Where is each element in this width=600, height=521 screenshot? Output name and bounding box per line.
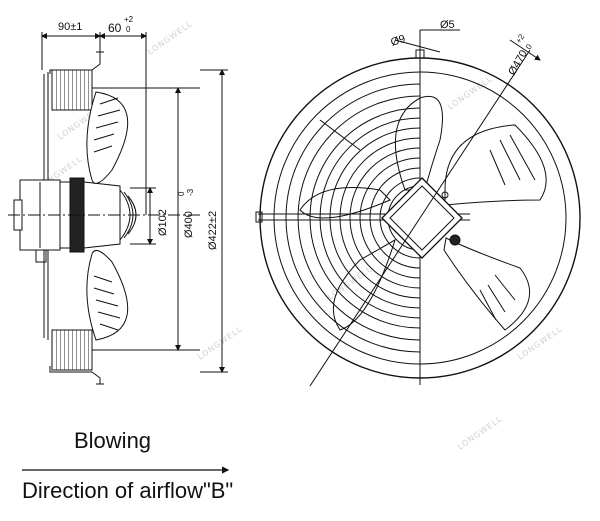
front-view <box>255 29 581 387</box>
side-view <box>8 32 228 385</box>
dim-guard-tol-lower: 0 <box>524 42 534 51</box>
watermark-3: LONGWELL <box>446 74 494 112</box>
dim-offset-label: 60 <box>108 21 122 35</box>
watermarks: LONGWELL LONGWELL LONGWELL LONGWELL LONG… <box>36 19 564 452</box>
watermark-6: LONGWELL <box>516 324 564 362</box>
dim-bolt-label: Ø5 <box>440 19 455 31</box>
watermark-1: LONGWELL <box>146 19 194 57</box>
dim-depth-label: 90±1 <box>58 21 82 33</box>
dim-offset-tol-lower: 0 <box>126 25 131 34</box>
watermark-7: LONGWELL <box>456 414 504 452</box>
watermark-5: LONGWELL <box>196 324 244 362</box>
dim-hub-label: Ø102 <box>157 209 169 236</box>
dim-ring-tol: -3 <box>186 188 195 196</box>
dim-ring-label: Ø400 <box>183 211 195 238</box>
dim-guard-label: Ø470 <box>506 48 530 77</box>
dim-guard-tol-upper: +2 <box>514 32 527 45</box>
dim-offset-tol-upper: +2 <box>124 15 134 24</box>
airflow-direction-caption: Direction of airflow"B" <box>22 478 234 503</box>
dim-outer-label: Ø422±2 <box>207 211 219 250</box>
dim-ring-tol-upper: 0 <box>177 191 186 196</box>
blowing-caption: Blowing <box>74 428 152 453</box>
watermark-4: LONGWELL <box>326 264 374 302</box>
dim-slot-label: Ø9 <box>389 33 407 49</box>
